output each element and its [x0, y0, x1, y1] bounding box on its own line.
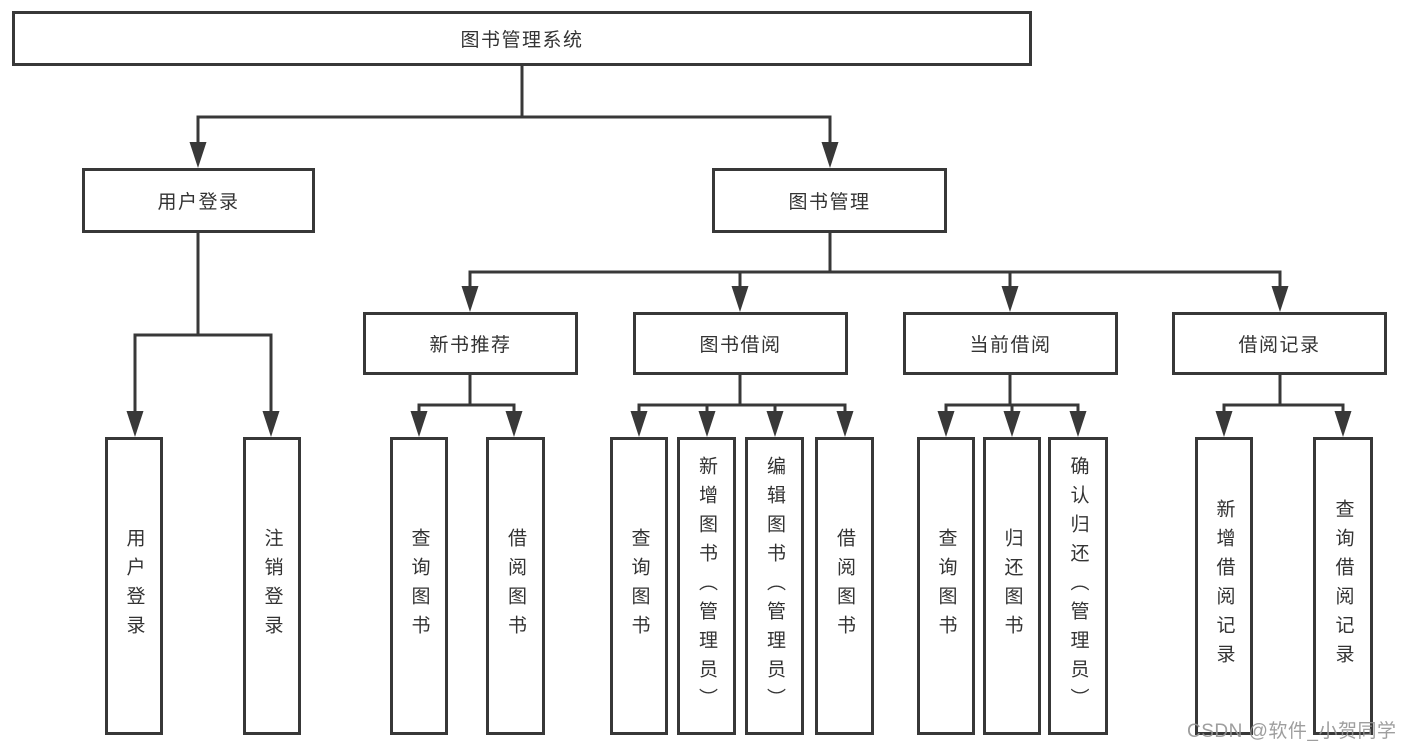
leaf-recommend-borrow-books: 借阅图书 [486, 437, 545, 735]
node-new-book-recommend-label: 新书推荐 [429, 335, 512, 356]
leaf-records-query-record: 查询借阅记录 [1313, 437, 1373, 735]
node-new-book-recommend: 新书推荐 [363, 312, 578, 375]
node-current-borrowing-label: 当前借阅 [969, 335, 1052, 356]
leaf-recommend-query-books-label: 查询图书 [408, 528, 430, 644]
leaf-records-query-record-label: 查询借阅记录 [1332, 499, 1354, 673]
node-current-borrowing: 当前借阅 [903, 312, 1118, 375]
node-book-management-label: 图书管理 [788, 192, 871, 213]
csdn-watermark: CSDN @软件_小贺同学 [1187, 721, 1397, 742]
leaf-borrowing-query-books-label: 查询图书 [628, 528, 650, 644]
arrowheads [126, 142, 1352, 437]
leaf-current-confirm-return-admin: 确认归还（管理员） [1048, 437, 1108, 735]
leaf-user-login-label: 用户登录 [123, 528, 145, 644]
node-borrowing-records: 借阅记录 [1172, 312, 1387, 375]
leaf-logout-label: 注销登录 [261, 528, 283, 644]
leaf-current-query-books: 查询图书 [917, 437, 975, 735]
node-user-login: 用户登录 [82, 168, 315, 233]
node-borrowing-records-label: 借阅记录 [1238, 335, 1321, 356]
leaf-borrowing-add-books-admin-label: 新增图书（管理员） [696, 455, 717, 717]
node-book-management: 图书管理 [712, 168, 947, 233]
leaf-borrowing-add-books-admin: 新增图书（管理员） [677, 437, 736, 735]
leaf-user-login: 用户登录 [105, 437, 163, 735]
leaf-borrowing-edit-books-admin-label: 编辑图书（管理员） [764, 455, 785, 717]
leaf-borrowing-borrow-books: 借阅图书 [815, 437, 874, 735]
leaf-borrowing-query-books: 查询图书 [610, 437, 668, 735]
node-root-system-label: 图书管理系统 [460, 30, 584, 51]
leaf-records-add-record: 新增借阅记录 [1195, 437, 1253, 735]
leaf-logout: 注销登录 [243, 437, 301, 735]
leaf-current-confirm-return-admin-label: 确认归还（管理员） [1067, 455, 1089, 717]
leaf-records-add-record-label: 新增借阅记录 [1213, 499, 1235, 673]
leaf-borrowing-edit-books-admin: 编辑图书（管理员） [745, 437, 804, 735]
node-root-system: 图书管理系统 [12, 11, 1032, 66]
leaf-recommend-borrow-books-label: 借阅图书 [505, 528, 526, 644]
node-book-borrowing-label: 图书借阅 [699, 335, 782, 356]
leaf-current-return-books-label: 归还图书 [1001, 528, 1023, 644]
leaf-current-return-books: 归还图书 [983, 437, 1041, 735]
node-user-login-label: 用户登录 [157, 192, 240, 213]
leaf-recommend-query-books: 查询图书 [390, 437, 448, 735]
leaf-current-query-books-label: 查询图书 [935, 528, 957, 644]
node-book-borrowing: 图书借阅 [633, 312, 848, 375]
leaf-borrowing-borrow-books-label: 借阅图书 [834, 528, 855, 644]
